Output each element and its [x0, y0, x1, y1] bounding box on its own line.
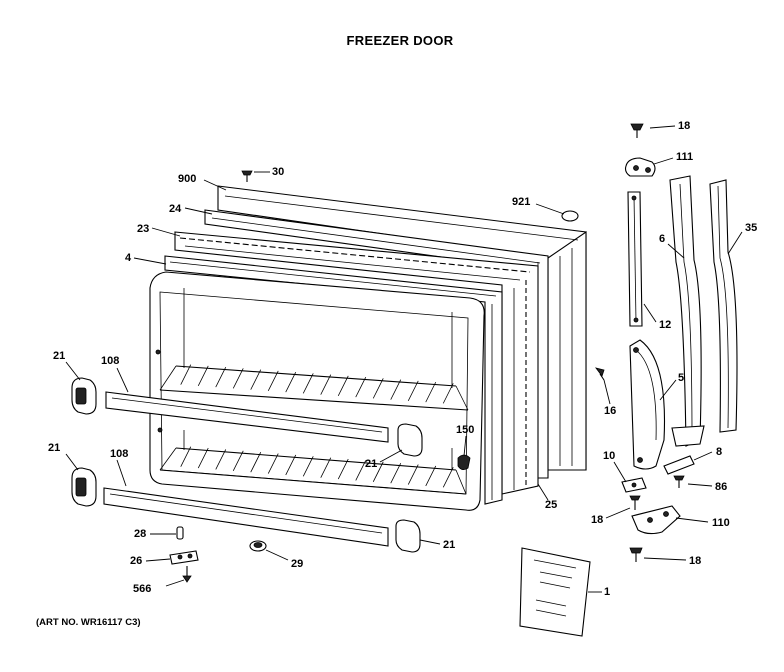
shelf-rib	[372, 461, 384, 482]
door-bin-liner	[149, 271, 485, 511]
callout-86: 86	[715, 481, 728, 493]
callout-26: 26	[130, 555, 143, 567]
part-150-clip	[457, 454, 471, 470]
shelf-rib	[285, 454, 297, 476]
callout-10: 10	[603, 450, 616, 462]
shelf-rib	[390, 379, 402, 400]
hinge-arm-6	[669, 175, 705, 447]
screw-30	[241, 170, 253, 182]
shelf-rib	[337, 375, 349, 397]
callout-108-upper: 108	[101, 355, 120, 367]
callout-150: 150	[456, 424, 475, 436]
shelf-rib	[197, 447, 209, 469]
callout-1: 1	[604, 586, 611, 598]
art-number: (ART NO. WR16117 C3)	[36, 617, 141, 628]
callout-4: 4	[125, 252, 132, 264]
callout-25: 25	[545, 499, 558, 511]
lower-shelf-bar	[103, 487, 389, 547]
shelf-rib	[232, 450, 244, 471]
diagram-title: FREEZER DOOR	[346, 33, 454, 48]
callout-108-lower: 108	[110, 448, 129, 460]
shelf-rib	[407, 464, 419, 485]
callout-35: 35	[745, 222, 758, 234]
callout-21-middle: 21	[365, 458, 378, 470]
hinge-cap-111	[624, 157, 656, 177]
part-28-pin	[176, 526, 184, 540]
shelf-rib	[442, 383, 454, 404]
screw-86	[673, 475, 685, 488]
shelf-rib	[372, 378, 384, 399]
screw-16	[595, 367, 605, 381]
trim-strip-35	[709, 179, 738, 433]
shelf-rib	[425, 465, 437, 487]
screw-18-bottom	[629, 547, 643, 562]
callout-18-bottom: 18	[689, 555, 702, 567]
callout-30: 30	[272, 166, 285, 178]
inner-door-liner	[164, 255, 503, 505]
hinge-110	[631, 505, 681, 535]
shelf-rib	[407, 380, 419, 402]
callout-111: 111	[676, 151, 694, 163]
callout-28: 28	[134, 528, 147, 540]
callout-900: 900	[178, 173, 197, 185]
shelf-rib	[215, 449, 227, 470]
shelf-rib	[180, 446, 192, 467]
callout-21-upper-left: 21	[53, 350, 66, 362]
instruction-card-1	[519, 547, 591, 637]
shelf-rib	[390, 463, 402, 484]
callout-21-lower-right: 21	[443, 539, 456, 551]
shelf-rib	[215, 366, 227, 388]
callout-6: 6	[659, 233, 666, 245]
shelf-bar-end-cap	[395, 519, 421, 553]
shelf-rib	[425, 381, 437, 403]
screw-18-top	[630, 123, 644, 138]
leader-lines	[65, 125, 743, 593]
callout-18-mid: 18	[591, 514, 604, 526]
outer-door-panel	[217, 185, 587, 471]
callout-566: 566	[133, 583, 152, 595]
shelf-rib	[337, 458, 349, 480]
screw-18-mid	[629, 495, 641, 510]
shelf-rib	[232, 368, 244, 389]
shelf-rib	[302, 373, 314, 394]
callout-23: 23	[137, 223, 150, 235]
callout-21-lower-left: 21	[48, 442, 61, 454]
shelf-rib	[285, 371, 297, 393]
callout-5: 5	[678, 372, 685, 384]
shelf-rib	[320, 374, 332, 395]
part-29-button	[249, 540, 267, 552]
part-26-bracket	[169, 550, 199, 565]
shelf-rib	[267, 453, 279, 474]
part-10-plate	[621, 477, 647, 493]
callout-29: 29	[291, 558, 304, 570]
shelf-rib	[320, 457, 332, 478]
upper-shelf-bar	[105, 391, 389, 443]
hinge-bracket-5	[629, 339, 666, 470]
shelf-rib	[355, 460, 367, 481]
shelf-bar-end-cap	[71, 377, 97, 415]
callout-110: 110	[712, 517, 730, 529]
hinge-bar-12	[627, 191, 643, 327]
shelf-rib	[180, 364, 192, 385]
plug-921	[561, 210, 579, 222]
callout-12: 12	[659, 319, 672, 331]
shelf-bar-end-cap	[71, 467, 97, 507]
shelf-rib	[302, 456, 314, 477]
callout-24: 24	[169, 203, 182, 215]
shelf-rib	[442, 467, 454, 488]
callout-8: 8	[716, 446, 723, 458]
part-566-screw	[182, 566, 192, 583]
shelf-rib	[267, 370, 279, 392]
shelf-bar-end-cap	[397, 423, 423, 457]
callout-18-top: 18	[678, 120, 691, 132]
shelf-rib	[250, 452, 262, 473]
callout-921: 921	[512, 196, 531, 208]
part-8-shim	[663, 455, 695, 475]
shelf-rib	[197, 365, 209, 387]
callout-16: 16	[604, 405, 617, 417]
shelf-rib	[250, 369, 262, 390]
shelf-rib	[355, 376, 367, 398]
